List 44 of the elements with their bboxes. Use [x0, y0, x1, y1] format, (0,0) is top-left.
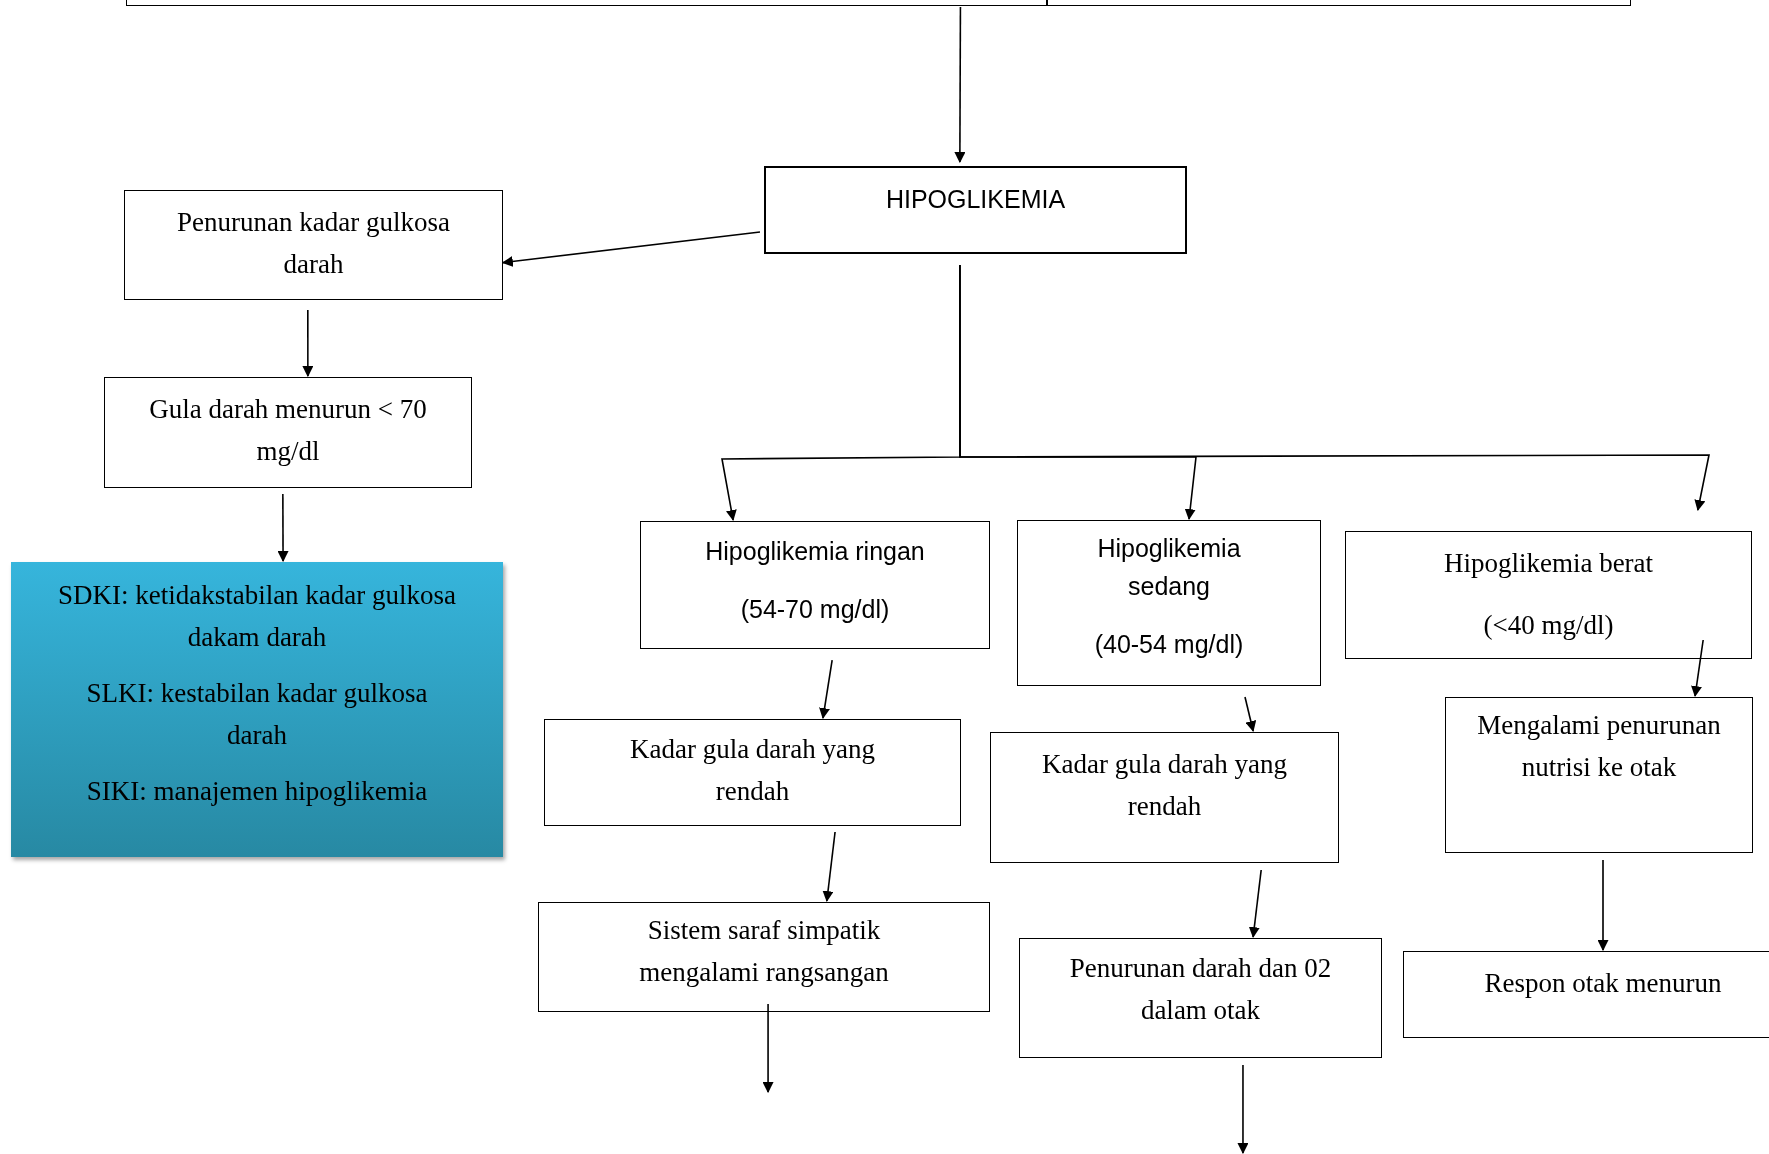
process-box	[990, 732, 1339, 863]
node-text: Respon otak menurun	[1484, 967, 1722, 1000]
arrow	[1237, 1064, 1249, 1154]
arrow	[954, 6, 966, 164]
process-box	[1019, 938, 1382, 1058]
arrow	[819, 659, 833, 720]
process-box	[764, 166, 1187, 254]
diagnosis-text: SIKI: manajemen hipoglikemia	[86, 775, 428, 808]
node-text: Kadar gula darah yang rendah	[628, 733, 877, 808]
process-box	[640, 521, 990, 649]
arrow	[1691, 639, 1704, 698]
process-box	[1017, 520, 1321, 686]
process-box	[124, 190, 503, 300]
arrow	[1248, 869, 1262, 939]
node-text: HIPOGLIKEMIA	[885, 184, 1066, 215]
node-text: Hipoglikemia berat	[1443, 547, 1654, 580]
diagnosis-text: SLKI: kestabilan kadar gulkosa darah	[85, 677, 429, 752]
node-text: Gula darah menurun < 70 mg/dl	[148, 393, 428, 468]
arrow	[1597, 859, 1609, 952]
node-text: Kadar gula darah yang rendah	[1040, 748, 1289, 823]
arrow	[1244, 696, 1257, 733]
process-box	[538, 902, 990, 1012]
node-text: (<40 mg/dl)	[1483, 609, 1614, 642]
node-text: Hipoglikemia sedang	[1096, 533, 1242, 602]
node-text: (40-54 mg/dl)	[1094, 629, 1244, 660]
node-text: Penurunan darah dan 02 dalam otak	[1068, 952, 1333, 1027]
node-text: (54-70 mg/dl)	[740, 594, 890, 625]
arrow	[277, 493, 289, 563]
node-text: Penurunan kadar gulkosa darah	[176, 206, 451, 281]
node-text: Mengalami penurunan nutrisi ke otak	[1476, 709, 1722, 784]
arrow	[302, 309, 314, 378]
arrow	[822, 831, 836, 903]
arrow	[959, 264, 1710, 512]
arrow	[762, 1003, 774, 1094]
diagnosis-text: SDKI: ketidakstabilan kadar gulkosa dakam darah	[57, 579, 457, 654]
arrow	[501, 231, 761, 267]
process-box	[544, 719, 961, 826]
diagnosis-panel	[11, 562, 503, 857]
process-box	[1445, 697, 1753, 853]
process-box	[1403, 951, 1769, 1038]
node-text: Sistem saraf simpatik mengalami rangsangan	[638, 914, 890, 989]
process-box	[1345, 531, 1752, 659]
process-box	[104, 377, 472, 488]
node-text: Hipoglikemia ringan	[705, 536, 925, 567]
